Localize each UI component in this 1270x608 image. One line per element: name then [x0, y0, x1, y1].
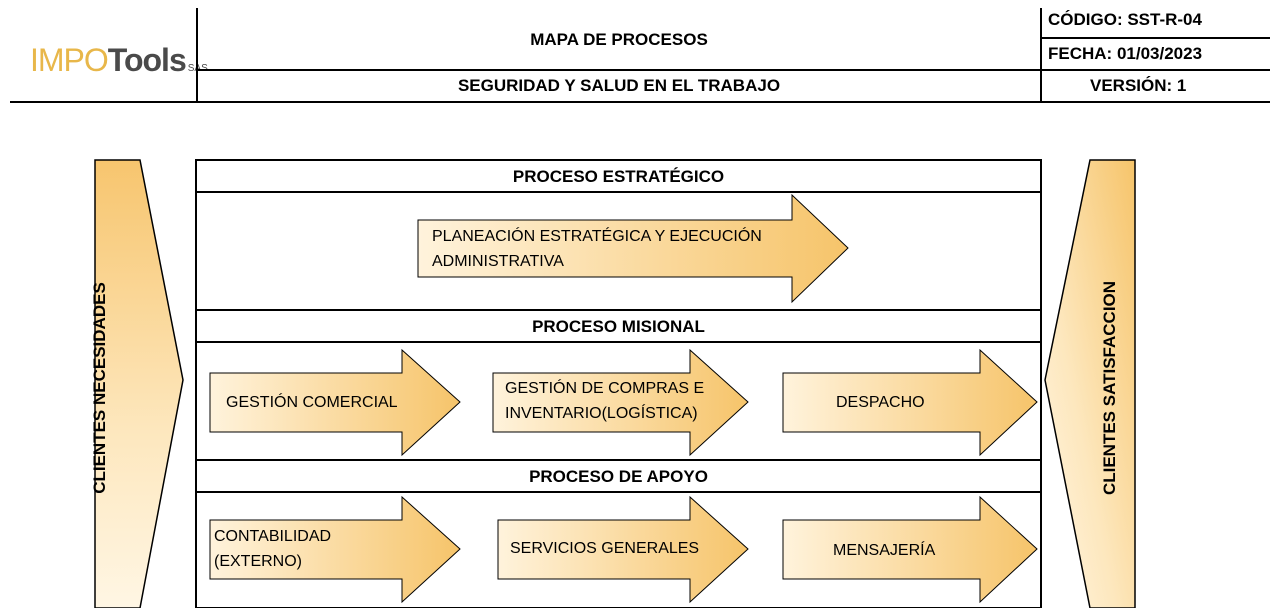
header-date: FECHA: 01/03/2023	[1048, 44, 1203, 63]
item-gestion-comercial: GESTIÓN COMERCIAL	[226, 394, 398, 411]
item-planeacion: PLANEACIÓN ESTRATÉGICA Y EJECUCIÓN ADMIN…	[432, 228, 762, 270]
section-title-apoyo: PROCESO DE APOYO	[529, 467, 708, 486]
arrow-planeacion	[417, 193, 849, 304]
header-bottom-line	[10, 101, 1270, 103]
header-title: MAPA DE PROCESOS	[530, 30, 708, 49]
arrow-mensajeria	[782, 495, 1038, 604]
header-divider-right	[1040, 8, 1042, 103]
item-contabilidad: CONTABILIDAD (EXTERNO)	[214, 528, 332, 570]
diagram-frame	[195, 159, 1042, 608]
header-subtitle: SEGURIDAD Y SALUD EN EL TRABAJO	[457, 76, 781, 95]
arrow-gestion-compras	[492, 348, 749, 457]
logo-main: IMPO	[30, 42, 109, 78]
section-title-estrategico: PROCESO ESTRATÉGICO	[512, 167, 725, 186]
header-code: CÓDIGO: SST-R-04	[1048, 10, 1202, 29]
header-divider-left	[196, 8, 198, 103]
left-side-label: CLIENTES NECESIDADES	[90, 282, 109, 494]
header-mid-line	[196, 69, 1042, 71]
item-despacho: DESPACHO	[836, 394, 925, 411]
header-version: VERSIÓN: 1	[1090, 76, 1187, 95]
arrow-servicios	[497, 495, 749, 604]
right-side-label: CLIENTES SATISFACCION	[1100, 280, 1119, 496]
header-date-line	[1040, 69, 1270, 71]
right-side-chevron	[1044, 159, 1136, 608]
item-mensajeria: MENSAJERÍA	[833, 542, 936, 559]
section-title-misional: PROCESO MISIONAL	[532, 317, 705, 336]
arrow-despacho	[782, 348, 1038, 457]
left-side-chevron	[94, 159, 184, 608]
item-gestion-compras: GESTIÓN DE COMPRAS E INVENTARIO(LOGÍSTIC…	[505, 380, 705, 422]
header-code-line	[1040, 37, 1270, 39]
logo-accent: Tools	[107, 42, 187, 78]
arrow-gestion-comercial	[209, 348, 461, 457]
arrow-contabilidad	[209, 495, 461, 604]
item-servicios: SERVICIOS GENERALES	[510, 540, 700, 557]
